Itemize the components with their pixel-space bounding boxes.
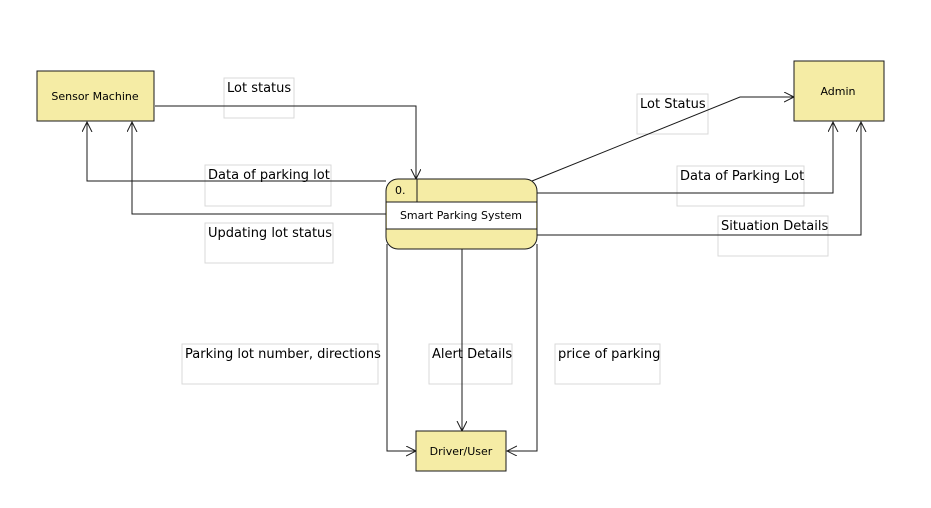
- entity-driver-user[interactable]: Driver/User: [415, 430, 507, 472]
- process-smart-parking-system[interactable]: 0. Smart Parking System: [385, 178, 538, 250]
- entity-admin-label: Admin: [820, 85, 855, 98]
- flow-label-updating-lot-status: Updating lot status: [208, 226, 332, 241]
- label-box-parking-lot-number: [181, 343, 379, 385]
- label-box-price-of-parking: [554, 343, 661, 385]
- flow-arrow-parking-lot-number: [386, 244, 416, 451]
- flow-arrow-price-of-parking: [507, 244, 538, 451]
- label-box-lot-status: [223, 77, 295, 119]
- label-box-data-of-parking-lot-admin: [676, 165, 805, 207]
- flow-arrow-lot-status: [155, 105, 416, 179]
- flow-arrow-data-of-parking-lot: [87, 122, 386, 182]
- entity-sensor-machine[interactable]: Sensor Machine: [36, 70, 155, 122]
- flow-arrow-updating-lot-status: [132, 122, 386, 215]
- label-box-alert-details: [428, 343, 513, 385]
- process-name: Smart Parking System: [400, 209, 522, 222]
- entity-admin[interactable]: Admin: [793, 60, 885, 122]
- flow-label-alert-details: Alert Details: [432, 347, 512, 362]
- entity-sensor-machine-label: Sensor Machine: [51, 90, 138, 103]
- flow-arrow-situation-details: [537, 122, 861, 236]
- flow-label-data-of-parking-lot-admin: Data of Parking Lot: [680, 169, 804, 184]
- flow-arrow-lot-status-admin: [531, 97, 794, 182]
- flow-label-price-of-parking: price of parking: [558, 347, 660, 362]
- flow-label-situation-details: Situation Details: [721, 219, 828, 234]
- label-box-updating-lot-status: [204, 222, 334, 264]
- flow-labels: Lot status Data of parking lot Updating …: [185, 81, 828, 362]
- process-number: 0.: [395, 184, 406, 197]
- flow-label-parking-lot-number: Parking lot number, directions: [185, 347, 381, 362]
- flow-label-data-of-parking-lot: Data of parking lot: [208, 168, 330, 183]
- label-box-data-of-parking-lot: [204, 164, 332, 207]
- label-box-situation-details: [717, 215, 829, 257]
- flow-lines: [87, 97, 861, 451]
- label-box-lot-status-admin: [636, 93, 709, 135]
- flow-label-boxes: [181, 77, 829, 385]
- entity-driver-user-label: Driver/User: [430, 445, 493, 458]
- flow-arrow-data-of-parking-lot-admin: [537, 122, 833, 194]
- flow-label-lot-status: Lot status: [227, 81, 291, 96]
- flow-label-lot-status-admin: Lot Status: [640, 97, 706, 112]
